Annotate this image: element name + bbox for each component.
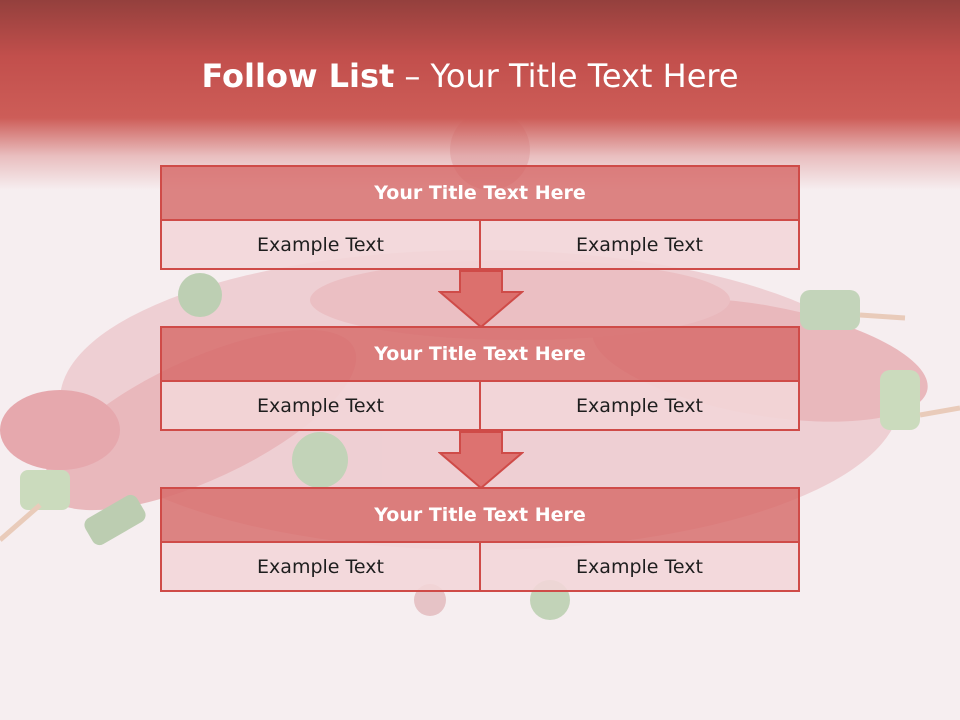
step-cell-left: Example Text: [160, 221, 481, 270]
slide-title: Follow List– Your Title Text Here: [0, 54, 940, 98]
step-cell-left: Example Text: [160, 543, 481, 592]
down-arrow-icon: [438, 270, 524, 328]
header-band: [0, 0, 960, 190]
step-row: Example Text Example Text: [160, 543, 800, 592]
step-block-3: Your Title Text Here Example Text Exampl…: [160, 487, 800, 592]
down-arrow-icon: [438, 431, 524, 489]
title-rest: – Your Title Text Here: [404, 57, 739, 95]
step-cell-right: Example Text: [481, 382, 800, 431]
step-block-1: Your Title Text Here Example Text Exampl…: [160, 165, 800, 270]
step-title: Your Title Text Here: [160, 487, 800, 543]
step-cell-left: Example Text: [160, 382, 481, 431]
step-row: Example Text Example Text: [160, 382, 800, 431]
step-cell-right: Example Text: [481, 221, 800, 270]
step-cell-right: Example Text: [481, 543, 800, 592]
step-row: Example Text Example Text: [160, 221, 800, 270]
step-title: Your Title Text Here: [160, 326, 800, 382]
title-bold: Follow List: [201, 57, 395, 95]
step-title: Your Title Text Here: [160, 165, 800, 221]
step-block-2: Your Title Text Here Example Text Exampl…: [160, 326, 800, 431]
